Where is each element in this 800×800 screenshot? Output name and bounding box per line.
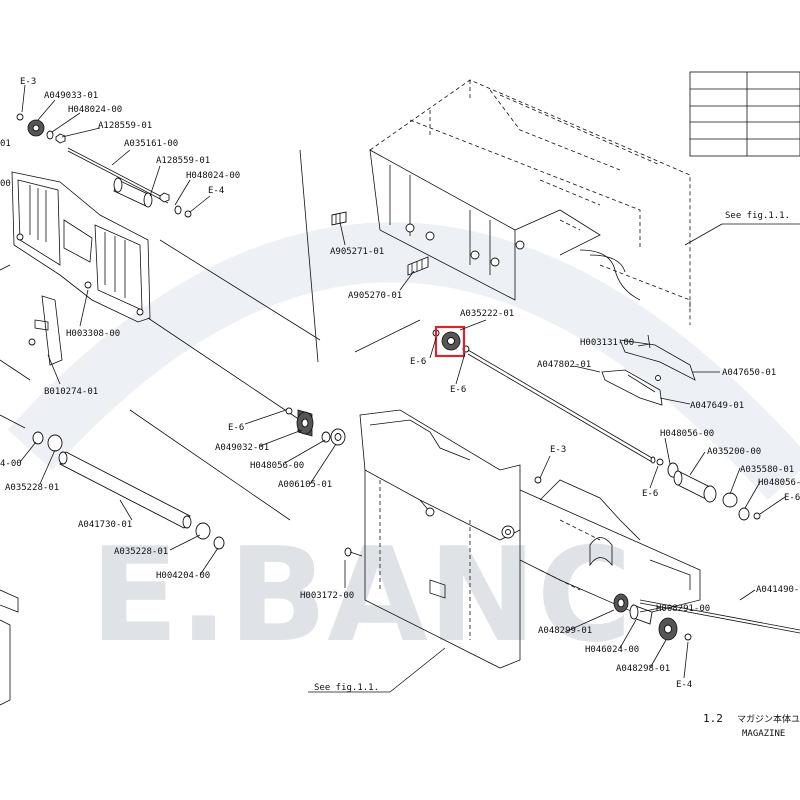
label-e6-b: E-6 xyxy=(450,385,466,395)
label-h003131: H003131-00 xyxy=(580,338,634,348)
magazine-frame-bottom xyxy=(359,409,701,669)
highlight-box xyxy=(434,325,466,358)
label-a041490: A041490- xyxy=(756,585,799,595)
label-e4-top: E-4 xyxy=(208,186,224,196)
label-see-fig-top: See fig.1.1. xyxy=(725,211,790,221)
label-a047650: A047650-01 xyxy=(722,368,776,378)
see-fig-top-leader xyxy=(684,223,800,246)
left-gear-cluster xyxy=(285,407,346,446)
label-h008291: H008291-00 xyxy=(656,604,710,614)
gear-a035222 xyxy=(354,319,487,358)
label-a035200: A035200-00 xyxy=(707,447,761,457)
label-a035580: A035580-01 xyxy=(740,465,794,475)
title-japanese: マガジン本体ユニ xyxy=(737,713,800,725)
label-h003308: H003308-00 xyxy=(66,329,120,339)
label-h048024-b: H048024-00 xyxy=(186,171,240,181)
bottom-left-device xyxy=(0,589,19,706)
diagram-title: 1.2 マガジン本体ユニ MAGAZINE xyxy=(703,712,800,739)
label-frag-4-00: 4-00 xyxy=(0,459,22,469)
label-a047802: A047802-01 xyxy=(537,360,591,370)
perspective-lines xyxy=(0,149,321,521)
label-e6-e: E-6 xyxy=(784,493,800,503)
leader-lines xyxy=(19,84,786,679)
shaft-a047802 xyxy=(467,349,656,464)
watermark: E.BANC xyxy=(7,222,800,671)
label-a006105: A006105-01 xyxy=(278,480,332,490)
title-number: 1.2 xyxy=(703,712,723,725)
title-english: MAGAZINE xyxy=(742,729,785,739)
label-a049033: A049033-01 xyxy=(44,91,98,101)
label-e4-bottom: E-4 xyxy=(676,680,692,690)
lower-right-rollers xyxy=(613,593,692,641)
label-a905271: A905271-01 xyxy=(330,247,384,257)
shaft-a041490 xyxy=(639,599,800,634)
shaft-a041730 xyxy=(0,414,225,550)
label-h048056-a: H048056-00 xyxy=(250,461,304,471)
label-h048056-c: H048056- xyxy=(758,478,800,488)
label-a048298: A048298-01 xyxy=(616,664,670,674)
label-h048056-b: H048056-00 xyxy=(660,429,714,439)
label-a128559-b: A128559-01 xyxy=(156,156,210,166)
label-frag-00: 00 xyxy=(0,179,11,189)
label-a049032: A049032-01 xyxy=(215,443,269,453)
label-a905270: A905270-01 xyxy=(348,291,402,301)
screw-h003172 xyxy=(344,547,363,588)
label-a047649: A047649-01 xyxy=(690,401,744,411)
label-h048024-a: H048024-00 xyxy=(68,105,122,115)
parts-table xyxy=(689,71,800,157)
label-b010274: B010274-01 xyxy=(44,387,98,397)
label-a035222: A035222-01 xyxy=(460,309,514,319)
label-a041730: A041730-01 xyxy=(78,520,132,530)
bracket-a047650 xyxy=(601,334,696,406)
label-e6-a: E-6 xyxy=(410,357,426,367)
label-a035161: A035161-00 xyxy=(124,139,178,149)
left-side-plate xyxy=(11,171,151,323)
label-frag-01: 01 xyxy=(0,139,11,149)
label-a035228-a: A035228-01 xyxy=(5,483,59,493)
label-a128559-a: A128559-01 xyxy=(98,121,152,131)
label-a035228-b: A035228-01 xyxy=(114,547,168,557)
label-h046024: H046024-00 xyxy=(585,645,639,655)
label-e6-d: E-6 xyxy=(642,489,658,499)
top-left-small-parts xyxy=(16,113,192,218)
see-fig-bottom-leader xyxy=(308,647,446,693)
springs xyxy=(331,211,429,276)
label-e3-mid: E-3 xyxy=(550,445,566,455)
label-h003172: H003172-00 xyxy=(300,591,354,601)
label-e3-top: E-3 xyxy=(20,77,36,87)
label-see-fig-bottom: See fig.1.1. xyxy=(314,683,379,693)
label-h004204: H004204-00 xyxy=(156,571,210,581)
bracket-b010274 xyxy=(28,281,92,366)
label-e6-c: E-6 xyxy=(228,423,244,433)
label-a048299: A048299-01 xyxy=(538,626,592,636)
watermark-text: E.BANC xyxy=(90,519,632,671)
right-roller-cluster xyxy=(656,458,761,521)
part-labels: E-3 A049033-01 H048024-00 A128559-01 A03… xyxy=(0,77,800,693)
